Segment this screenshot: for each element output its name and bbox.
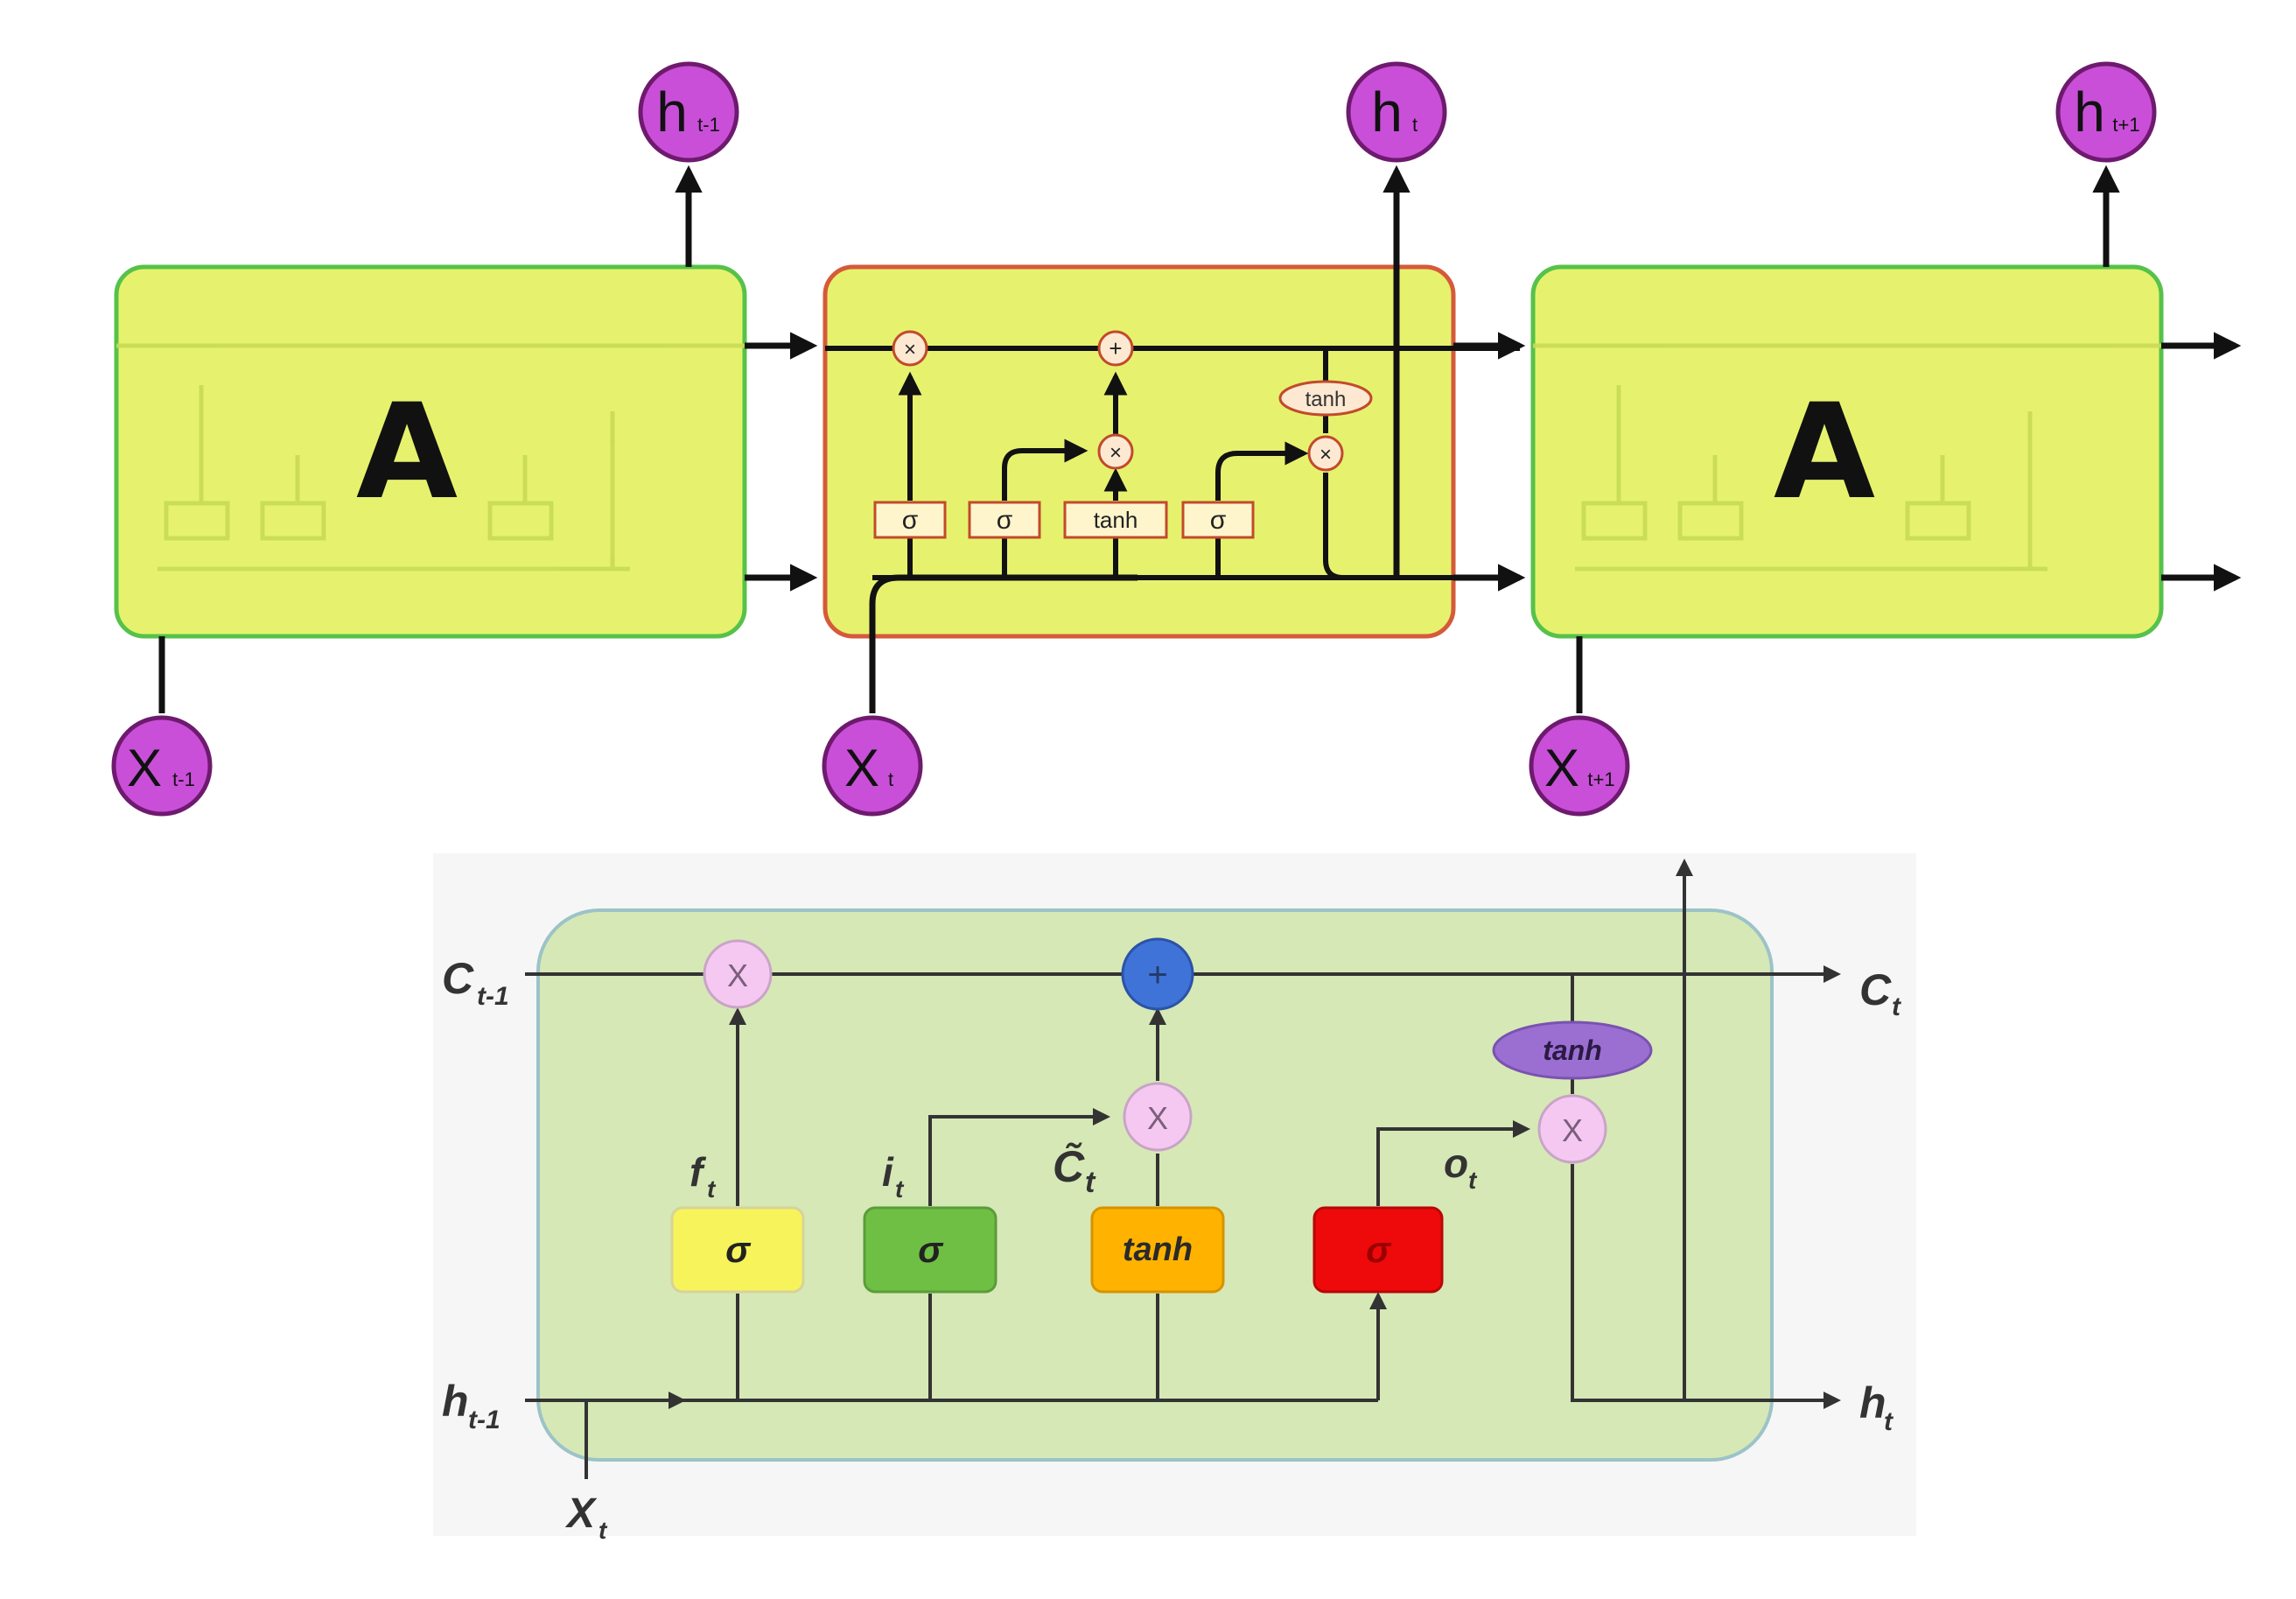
cell-tanh-label: tanh: [1306, 388, 1347, 411]
faded-internals-left: [116, 343, 745, 572]
svg-text:t: t: [888, 768, 893, 790]
cell-right: A: [1530, 264, 2164, 639]
candidate-gate-label: tanh: [1094, 507, 1138, 533]
input-gate-box-b: [863, 1206, 998, 1294]
output-node-left: h t-1: [638, 61, 739, 163]
label-f: f: [690, 1149, 707, 1195]
svg-text:t+1: t+1: [1587, 768, 1614, 790]
cell-left: A: [114, 264, 747, 639]
input-gate-label-b: σ: [918, 1229, 944, 1270]
bottom-diagram: X + X X tanh σ σ tanh σ C t-1 C t: [433, 853, 1916, 1544]
output-gate-label: σ: [1210, 506, 1227, 535]
svg-text:h: h: [2074, 81, 2105, 144]
forget-multiply-symbol-b: X: [727, 957, 748, 993]
label-x-in: X: [564, 1490, 598, 1537]
cell-tanh-node: [1278, 380, 1373, 417]
label-c-tilde-sub: t: [1085, 1166, 1096, 1199]
output-node-center: h t: [1346, 61, 1447, 163]
bottom-labels: C t-1 C t h t-1 h t X t f t i t C̃ t o t: [442, 954, 1902, 1544]
label-o-sub: t: [1468, 1167, 1478, 1194]
svg-text:X: X: [844, 739, 879, 797]
svg-text:h: h: [1371, 81, 1403, 144]
input-node-left: X t-1: [111, 715, 213, 817]
input-multiply-node-b: [1123, 1082, 1193, 1152]
top-diagram: A A: [111, 61, 2242, 817]
label-c-tilde: C̃: [1053, 1142, 1085, 1191]
svg-text:t-1: t-1: [697, 114, 720, 136]
svg-text:t-1: t-1: [172, 768, 195, 790]
svg-text:X: X: [1544, 739, 1579, 797]
output-gate-label-b: σ: [1366, 1229, 1392, 1270]
label-i-sub: t: [895, 1175, 905, 1203]
output-multiply-symbol: ×: [1320, 443, 1332, 466]
label-h-prev-sub: t-1: [468, 1406, 500, 1434]
forget-gate-box-b: [670, 1206, 805, 1294]
output-multiply-node-b: [1537, 1094, 1607, 1164]
faded-internals-right: [1533, 343, 2161, 572]
label-h-next: h: [1859, 1378, 1886, 1427]
input-multiply-symbol: ×: [1110, 441, 1122, 465]
input-node-center: X t: [822, 715, 923, 817]
label-c-prev: C: [442, 954, 474, 1003]
candidate-gate-box-b: [1090, 1206, 1225, 1294]
cell-add-symbol: +: [1109, 335, 1122, 361]
cell-tanh-node-b: [1492, 1020, 1653, 1080]
label-o: o: [1444, 1140, 1468, 1186]
input-multiply-node: [1097, 433, 1134, 470]
svg-text:h: h: [656, 81, 688, 144]
forget-multiply-node-b: [703, 939, 773, 1009]
svg-text:X: X: [127, 739, 162, 797]
label-c-next: C: [1859, 965, 1892, 1014]
candidate-gate-label-b: tanh: [1123, 1231, 1193, 1268]
input-gate-label: σ: [997, 506, 1013, 535]
input-multiply-symbol-b: X: [1147, 1100, 1168, 1136]
top-output-arrows: [675, 165, 2120, 578]
center-gates: σ σ tanh σ: [873, 501, 1255, 539]
label-i: i: [882, 1149, 894, 1195]
svg-text:t: t: [1412, 114, 1418, 136]
input-gate-box: [968, 501, 1041, 539]
top-input-nodes: X t-1 X t X t+1: [111, 715, 1630, 817]
cell-add-node: [1097, 330, 1134, 367]
cell-tanh-label-b: tanh: [1543, 1034, 1602, 1066]
cell-add-node-b: [1121, 937, 1194, 1011]
candidate-gate-box: [1063, 501, 1168, 539]
top-output-nodes: h t-1 h t h t+1: [638, 61, 2157, 163]
output-node-right: h t+1: [2055, 61, 2157, 163]
forget-gate-label: σ: [902, 506, 919, 535]
bottom-gates: σ σ tanh σ: [670, 1206, 1444, 1294]
label-c-prev-sub: t-1: [477, 982, 509, 1011]
cell-label-right: A: [1774, 376, 1875, 529]
output-gate-box-b: [1312, 1206, 1444, 1294]
forget-multiply-symbol: ×: [904, 338, 916, 361]
cell-label-left: A: [356, 376, 458, 529]
forget-gate-box: [873, 501, 947, 539]
bottom-lines: [525, 859, 1841, 1479]
label-c-next-sub: t: [1892, 992, 1902, 1021]
cell-add-symbol-b: +: [1147, 956, 1167, 994]
label-x-in-sub: t: [598, 1517, 608, 1544]
forget-gate-label-b: σ: [725, 1229, 752, 1270]
label-h-prev: h: [442, 1377, 469, 1426]
svg-text:t+1: t+1: [2112, 114, 2139, 136]
cell-center: [822, 264, 1456, 639]
output-gate-box: [1181, 501, 1255, 539]
output-multiply-node: [1307, 435, 1344, 472]
label-f-sub: t: [707, 1175, 717, 1203]
input-node-right: X t+1: [1529, 715, 1630, 817]
center-ops: × + × × tanh: [892, 330, 1373, 472]
bottom-ops: X + X X tanh: [703, 937, 1653, 1164]
forget-multiply-node: [892, 330, 928, 367]
output-multiply-symbol-b: X: [1562, 1112, 1583, 1148]
label-h-next-sub: t: [1884, 1407, 1894, 1436]
lstm-cell-panel: [536, 908, 1774, 1462]
